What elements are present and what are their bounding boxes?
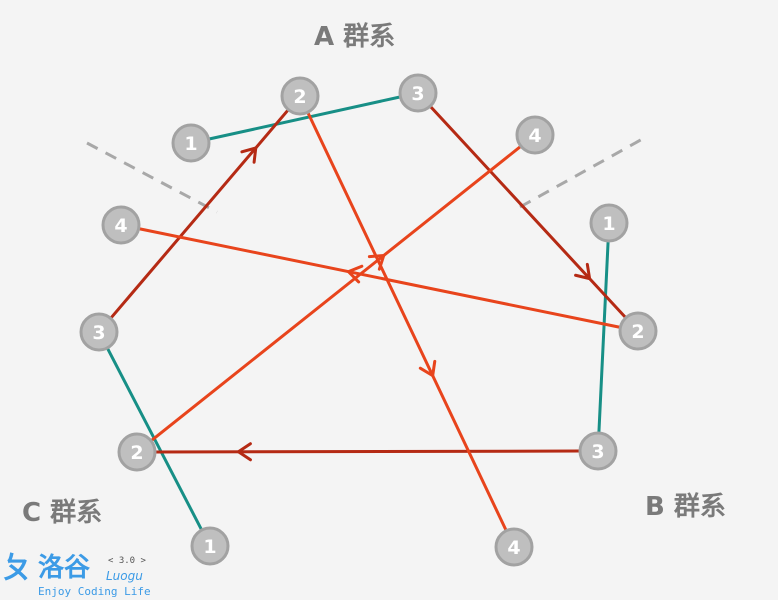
node-circle bbox=[618, 311, 658, 351]
node-label: 3 bbox=[591, 441, 604, 463]
arrowhead-icon bbox=[574, 262, 592, 281]
node-c3: 3 bbox=[79, 312, 119, 352]
node-label: 1 bbox=[602, 213, 615, 235]
edge-c2-a4 bbox=[149, 144, 523, 443]
node-circle bbox=[101, 205, 141, 245]
node-a2: 2 bbox=[280, 76, 320, 116]
node-a4: 4 bbox=[515, 115, 555, 155]
cluster-divider bbox=[519, 135, 647, 209]
logo-title: 洛谷 bbox=[38, 553, 91, 583]
node-label: 4 bbox=[114, 215, 127, 237]
logo-version: < 3.0 > bbox=[108, 556, 146, 566]
edge-b1-b3 bbox=[597, 239, 610, 435]
node-label: 3 bbox=[411, 83, 424, 105]
node-circle bbox=[578, 431, 618, 471]
node-circle bbox=[79, 312, 119, 352]
node-c1: 1 bbox=[190, 526, 230, 566]
arrowhead-icon bbox=[240, 146, 258, 164]
node-circle bbox=[117, 432, 157, 472]
node-circle bbox=[494, 527, 534, 567]
node-label: 2 bbox=[293, 86, 306, 108]
node-label: 2 bbox=[631, 321, 644, 343]
cluster-c-label: C 群系 bbox=[22, 498, 103, 528]
node-label: 4 bbox=[507, 537, 520, 559]
edge-b2-c4 bbox=[137, 227, 622, 329]
edge-a3-b2 bbox=[428, 104, 628, 320]
node-label: 2 bbox=[130, 442, 143, 464]
node-circle bbox=[515, 115, 555, 155]
node-label: 1 bbox=[184, 133, 197, 155]
edge-c3-a2 bbox=[109, 108, 290, 320]
node-b2: 2 bbox=[618, 311, 658, 351]
node-a3: 3 bbox=[398, 73, 438, 113]
logo-english: Luogu bbox=[106, 569, 143, 583]
node-label: 3 bbox=[92, 322, 105, 344]
node-circle bbox=[589, 203, 629, 243]
node-label: 1 bbox=[203, 536, 216, 558]
arrowhead-icon bbox=[367, 253, 386, 271]
cluster-divider bbox=[86, 141, 218, 214]
node-label: 4 bbox=[528, 125, 541, 147]
node-b4: 4 bbox=[494, 527, 534, 567]
arrowhead-icon bbox=[236, 442, 252, 462]
node-circle bbox=[280, 76, 320, 116]
cluster-a-label: A 群系 bbox=[314, 22, 396, 52]
node-b3: 3 bbox=[578, 431, 618, 471]
edge-a1-a3 bbox=[207, 95, 402, 141]
edge-a2-b4 bbox=[306, 110, 508, 533]
node-circle bbox=[171, 123, 211, 163]
node-c4: 4 bbox=[101, 205, 141, 245]
luogu-logo-icon: ㄆ bbox=[2, 551, 32, 586]
node-c2: 2 bbox=[117, 432, 157, 472]
luogu-logo: ㄆ 洛谷 < 3.0 > Luogu Enjoy Coding Life bbox=[2, 552, 162, 600]
node-a1: 1 bbox=[171, 123, 211, 163]
node-b1: 1 bbox=[589, 203, 629, 243]
node-circle bbox=[190, 526, 230, 566]
cluster-b-label: B 群系 bbox=[645, 492, 726, 522]
arrowhead-icon bbox=[346, 264, 364, 284]
edge-b3-c2 bbox=[153, 449, 582, 454]
arrowhead-icon bbox=[418, 359, 437, 378]
logo-slogan: Enjoy Coding Life bbox=[38, 585, 151, 598]
node-circle bbox=[398, 73, 438, 113]
